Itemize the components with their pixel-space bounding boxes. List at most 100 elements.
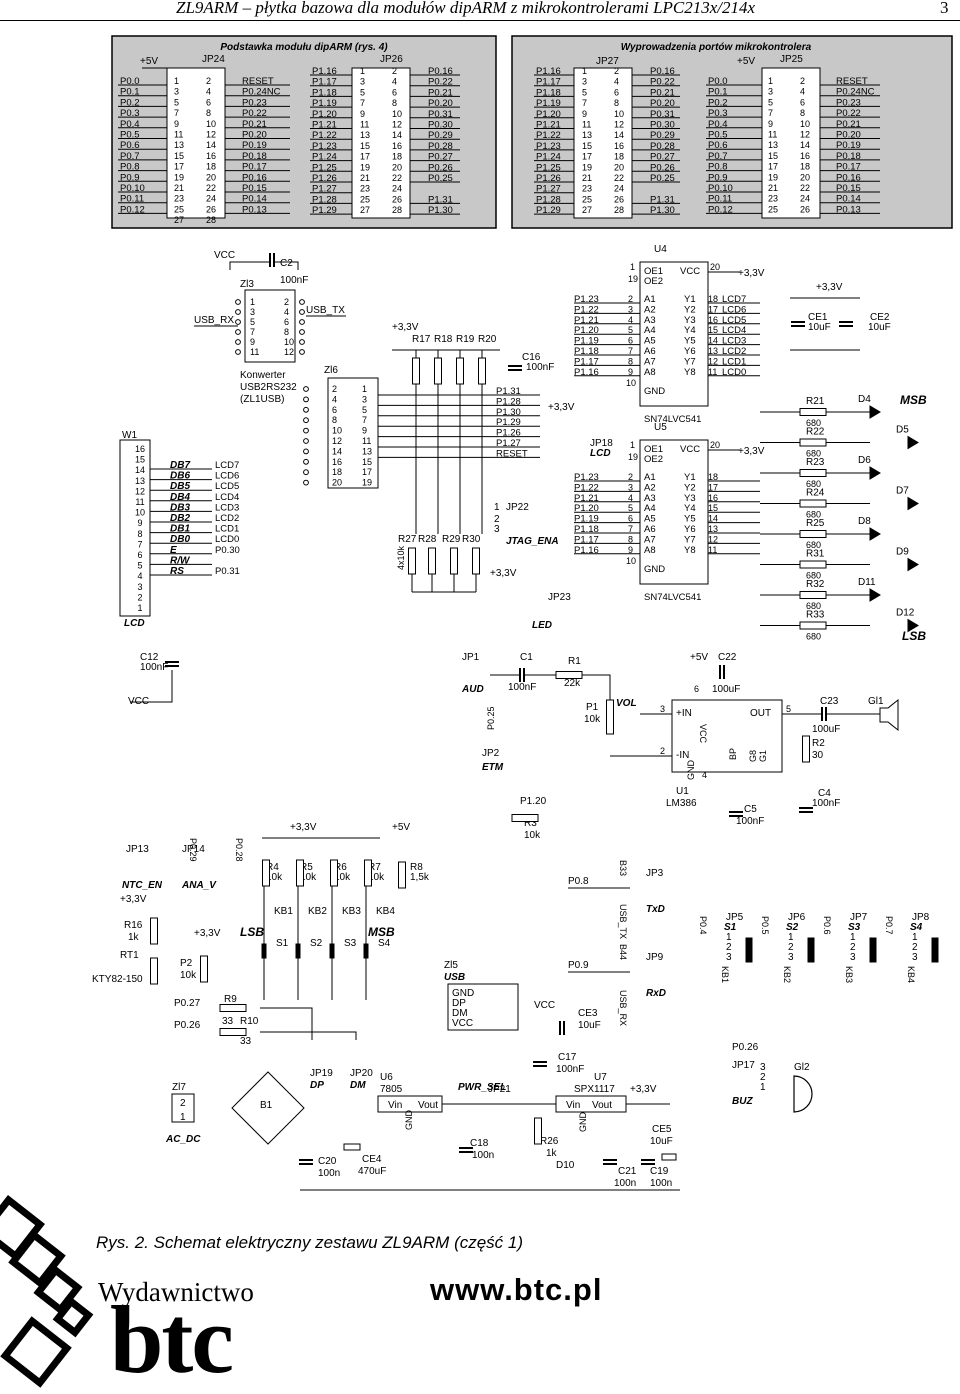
schematic-label: 100uF — [812, 724, 840, 735]
schematic-label: 3 — [360, 77, 365, 87]
schematic-label: +IN — [676, 708, 692, 719]
schematic-label: 14 — [708, 336, 718, 346]
resistor — [296, 859, 304, 887]
schematic-label: P1.16 — [536, 66, 561, 77]
wire — [229, 261, 270, 270]
schematic-label: 25 — [582, 194, 592, 204]
schematic-label: P0.21 — [428, 87, 453, 98]
schematic-label: D5 — [896, 425, 909, 436]
pin-circle — [303, 438, 309, 444]
schematic-label: OUT — [750, 708, 771, 719]
schematic-label: LCD0 — [215, 534, 239, 545]
schematic-label: 9 — [582, 109, 587, 119]
schematic-label: P1.23 — [574, 294, 599, 305]
schematic-label: C5 — [744, 804, 757, 815]
schematic-label: KB4 — [906, 966, 916, 983]
schematic-label: A5 — [644, 514, 656, 525]
schematic-label: Zl3 — [240, 279, 254, 290]
schematic-label: 2 — [284, 297, 289, 307]
schematic-label: 4 — [392, 77, 397, 87]
schematic-label: R23 — [806, 457, 825, 468]
schematic-label: 7 — [137, 539, 142, 549]
schematic-label: A5 — [644, 336, 656, 347]
schematic-label: 6 — [614, 87, 619, 97]
schematic-label: 1 — [137, 603, 142, 613]
resistor — [364, 859, 372, 887]
schematic-label: P0.9 — [568, 960, 589, 971]
schematic-label: P1.28 — [312, 194, 337, 205]
schematic-label: 12 — [800, 130, 810, 140]
schematic-label: Zl7 — [172, 1082, 186, 1093]
pin-circle — [303, 417, 309, 424]
schematic-label: P0.29 — [188, 838, 198, 862]
schematic-label: DB0 — [170, 534, 190, 545]
schematic-label: 5 — [768, 97, 773, 107]
schematic-label: P0.30 — [215, 545, 240, 556]
schematic-label: P0.16 — [650, 66, 675, 77]
schematic-label: 33 — [222, 1016, 234, 1027]
schematic-label: 680 — [806, 418, 821, 428]
schematic-label: P0.4 — [120, 119, 140, 130]
schematic-label: 100nF — [736, 816, 764, 827]
schematic-label: LCD3 — [722, 336, 746, 347]
schematic-label: JP7 — [850, 912, 868, 923]
schematic-label: P1.16 — [312, 66, 337, 77]
schematic-label: 1 — [726, 932, 732, 943]
schematic-label: 21 — [174, 183, 184, 193]
schematic-label: 14 — [614, 130, 624, 140]
schematic-label: P0.6 — [120, 140, 140, 151]
schematic-label: 15 — [582, 141, 592, 151]
schematic-label: 20 — [800, 172, 810, 182]
schematic-label: P1.24 — [312, 152, 337, 163]
schematic-label: P1.20 — [520, 796, 547, 807]
schematic-label: A8 — [644, 545, 656, 556]
schematic-label: USB_TX — [306, 305, 345, 316]
schematic-label: 20 — [710, 262, 720, 272]
schematic-label: Y3 — [684, 315, 696, 326]
schematic-label: P1.22 — [574, 482, 599, 493]
schematic-label: 8 — [392, 98, 397, 108]
schematic-label: 14 — [332, 446, 342, 456]
schematic-label: 8 — [614, 98, 619, 108]
schematic-label: OE2 — [644, 454, 663, 465]
schematic-label: 10uF — [868, 322, 891, 333]
schematic-label: VCC — [214, 250, 235, 261]
resistor — [200, 955, 208, 983]
schematic-label: A1 — [644, 472, 656, 483]
schematic-label: 10 — [614, 109, 624, 119]
connector-body — [166, 67, 226, 219]
schematic-label: 1 — [850, 932, 856, 943]
schematic-label: KB2 — [782, 966, 792, 983]
schematic-label: 3 — [174, 87, 179, 97]
schematic-label: D4 — [858, 394, 871, 405]
schematic-label: P1.20 — [536, 109, 561, 120]
schematic-label: 10uF — [808, 322, 831, 333]
schematic-label: 10 — [135, 508, 145, 518]
schematic-label: 1 — [250, 297, 255, 307]
schematic-label: 14 — [135, 465, 145, 475]
schematic-label: P0.25 — [486, 706, 496, 730]
schematic-label: 19 — [362, 478, 372, 488]
schematic-label: 26 — [206, 204, 216, 214]
schematic-label: P1.27 — [536, 184, 561, 195]
schematic-label: P0.0 — [120, 76, 140, 87]
schematic-label: P0.4 — [708, 119, 728, 130]
schematic-label: 1 — [360, 66, 365, 76]
schematic-label: P2 — [180, 958, 193, 969]
wire — [582, 674, 611, 700]
schematic-label: 10 — [626, 378, 636, 388]
schematic-label: R/W — [170, 555, 191, 566]
schematic-label: D6 — [858, 455, 871, 466]
schematic-label: 9 — [360, 109, 365, 119]
publisher-url[interactable]: www.btc.pl — [430, 1272, 603, 1307]
schematic-label: 12 — [392, 120, 402, 130]
schematic-label: CE5 — [652, 1124, 672, 1135]
resistor — [450, 547, 458, 575]
schematic-label: A2 — [644, 482, 656, 493]
schematic-label: CE4 — [362, 1154, 382, 1165]
resistor — [472, 547, 480, 575]
schematic-label: 22 — [392, 173, 402, 183]
schematic-label: 21 — [360, 173, 370, 183]
schematic-label: 680 — [806, 510, 821, 520]
